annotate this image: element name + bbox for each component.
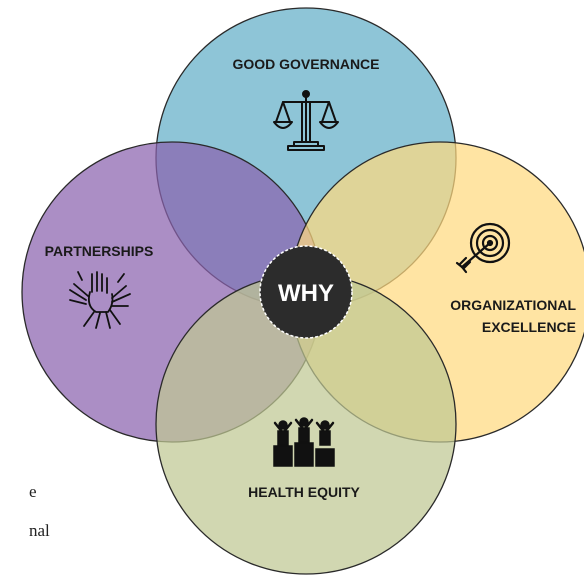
label-health-equity: HEALTH EQUITY [248,484,360,500]
people-on-podiums-icon [273,417,335,467]
center-why-label: WHY [278,280,334,307]
cropped-text-line-2: nal [29,521,50,540]
label-good-governance: GOOD GOVERNANCE [232,56,379,72]
label-excellence: EXCELLENCE [482,319,576,335]
center-why-circle [259,245,353,339]
target-bullseye-icon [455,222,511,274]
cropped-text-line-1: e [29,482,37,501]
label-organizational: ORGANIZATIONAL [450,297,576,313]
label-partnerships: PARTNERSHIPS [45,243,154,259]
scales-of-justice-icon [273,90,339,151]
joined-hands-icon [69,271,131,329]
